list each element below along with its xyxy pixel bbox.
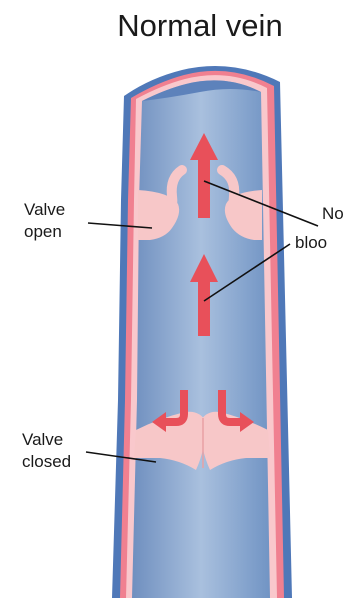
label-flow-line1: No xyxy=(322,203,344,225)
label-valve-closed-line2: closed xyxy=(22,451,71,473)
label-valve-open: Valve open xyxy=(24,199,65,243)
label-valve-open-line1: Valve xyxy=(24,199,65,221)
label-valve-closed-line1: Valve xyxy=(22,429,71,451)
label-flow-line2: bloo xyxy=(295,232,327,254)
label-valve-open-line2: open xyxy=(24,221,65,243)
diagram-title: Normal vein xyxy=(80,8,320,44)
label-valve-closed: Valve closed xyxy=(22,429,71,473)
